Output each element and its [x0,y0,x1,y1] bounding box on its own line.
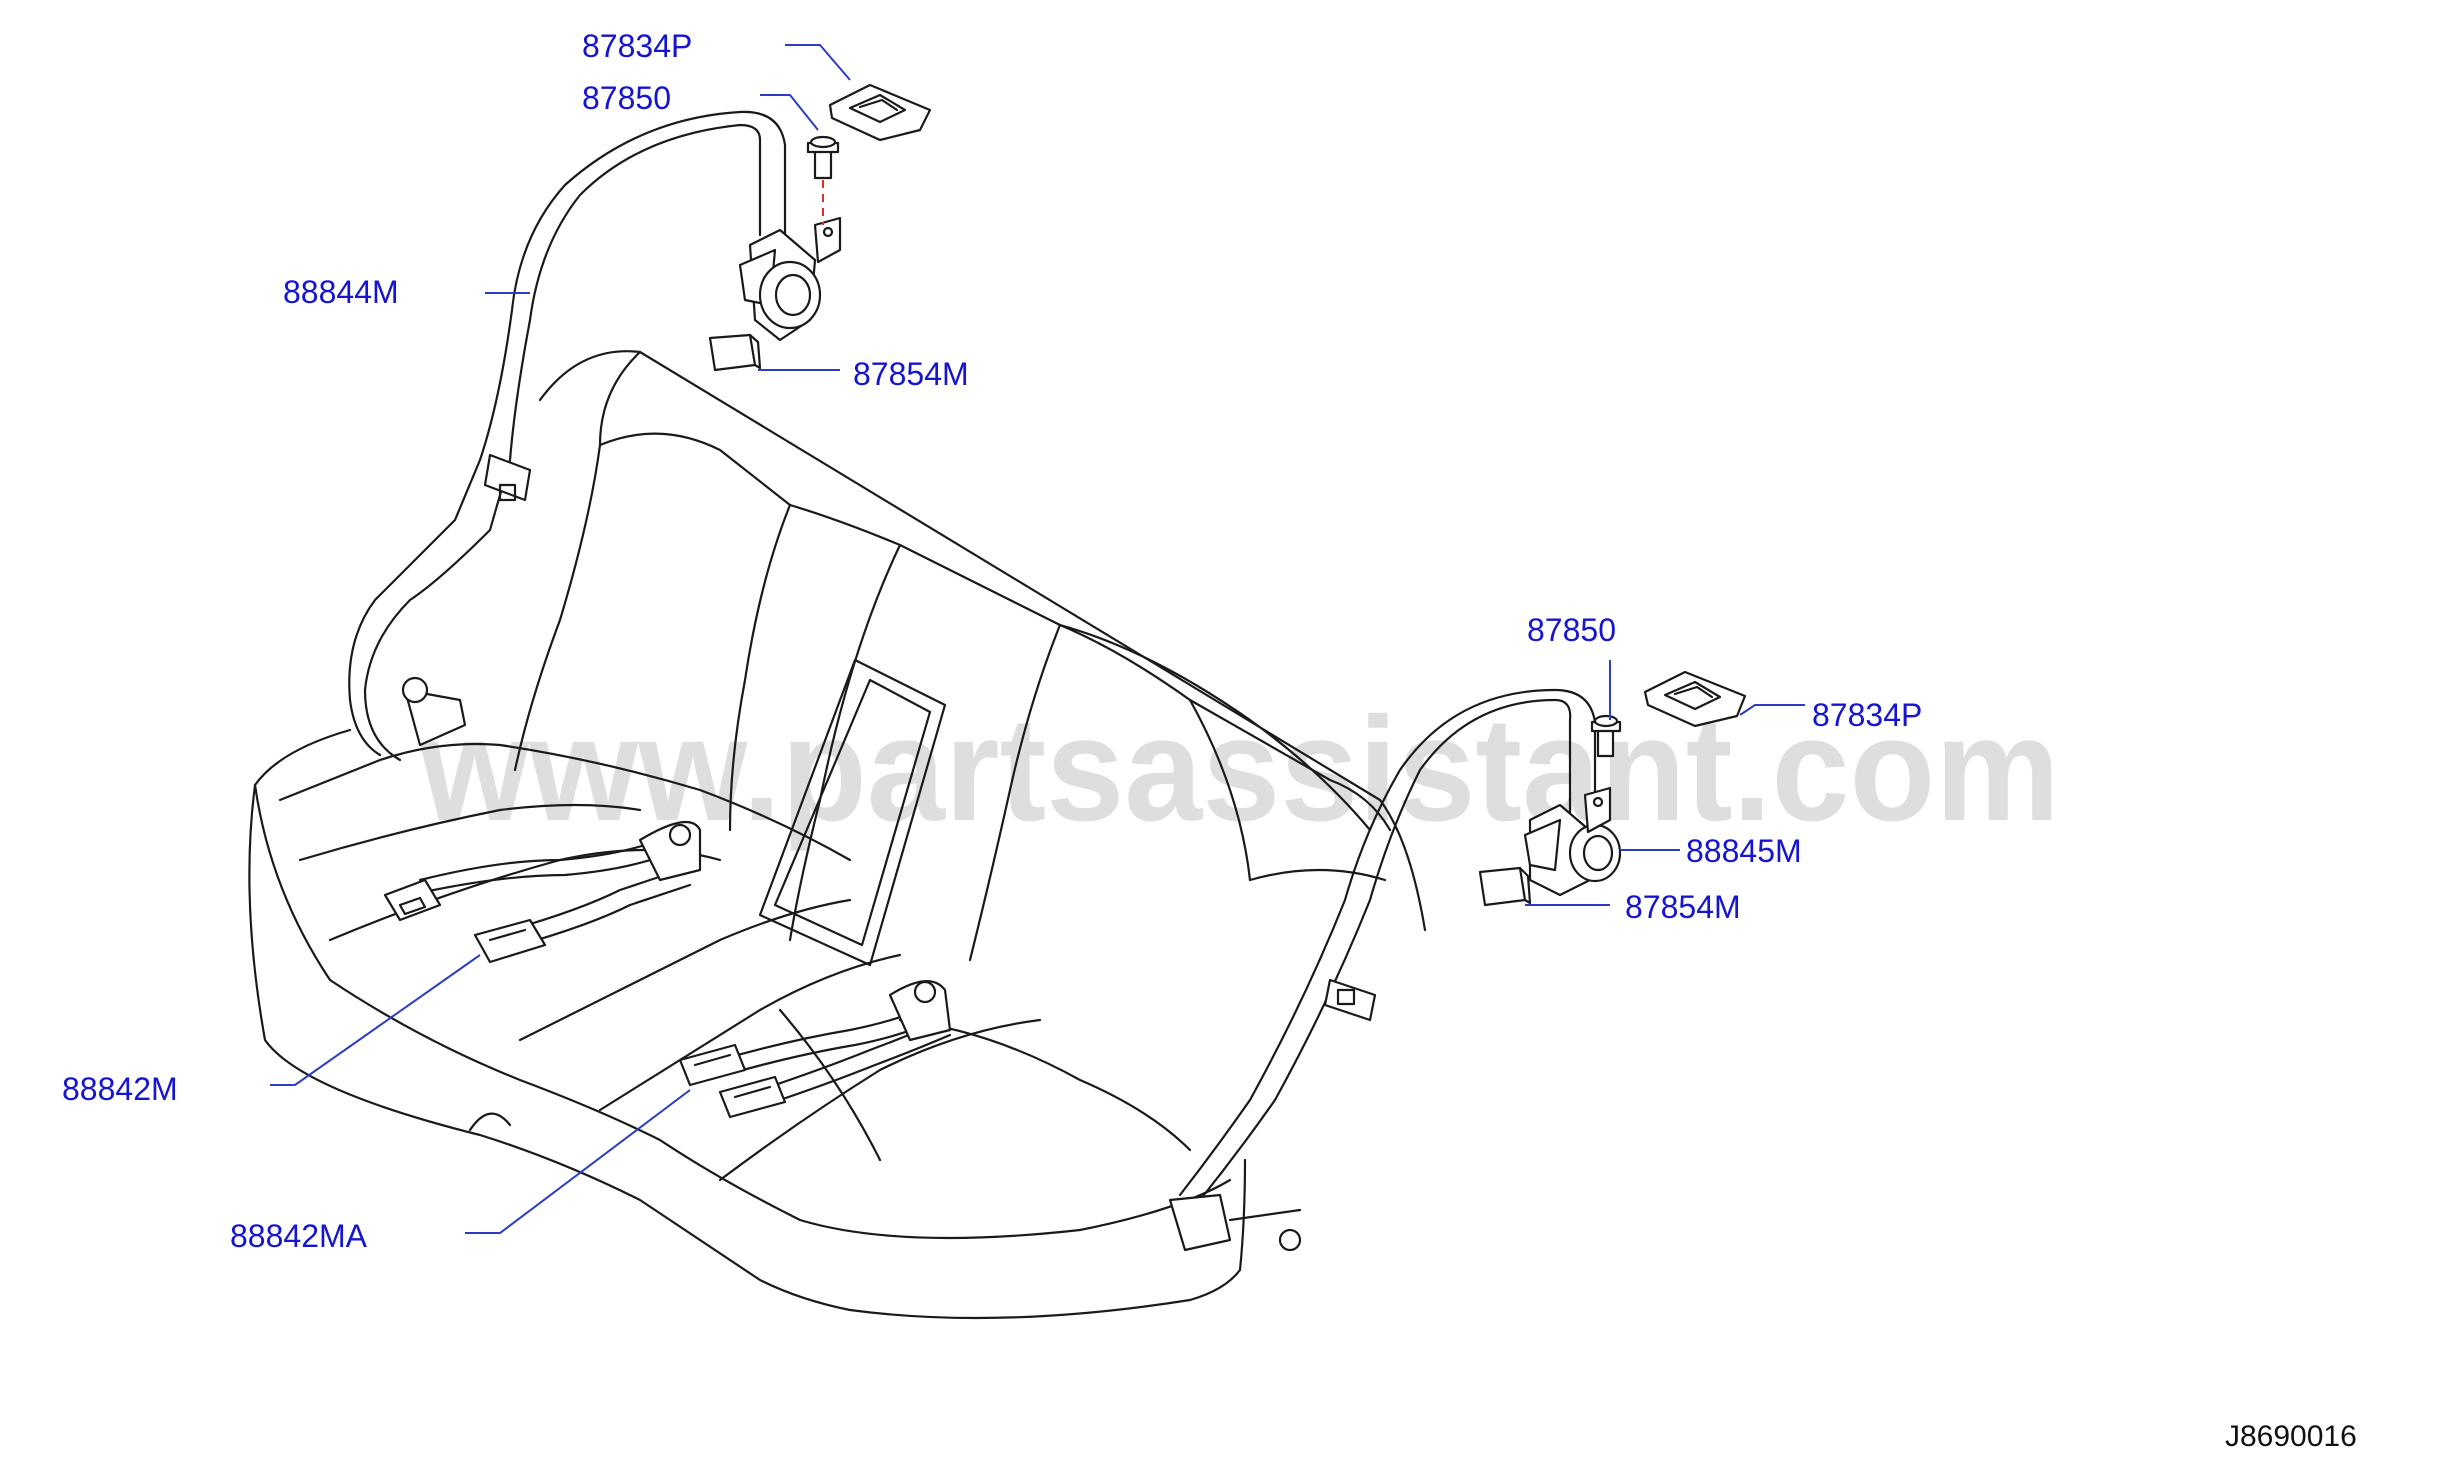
diagram-code: J8690016 [2225,1420,2357,1453]
callout-right-bolt: 87850 [1527,612,1616,648]
callout-left-cap: 87854M [853,356,969,392]
callout-right-retractor: 88845M [1686,833,1802,869]
callout-left-bolt: 87850 [582,80,671,116]
rear-seat-drawing [248,350,1427,1320]
center-buckle-assemblies [383,820,952,1119]
callout-right-cap: 87854M [1625,889,1741,925]
leader-lines [270,44,1805,1234]
right-seat-belt-assembly [1168,670,1747,1252]
left-seat-belt-assembly [348,83,932,762]
callout-left-belt: 88844M [283,274,399,310]
callout-right-cover: 87834P [1812,697,1922,733]
callout-buckle-center: 88842MA [230,1218,368,1254]
callout-left-cover: 87834P [582,28,692,64]
callout-buckle-left: 88842M [62,1071,178,1107]
